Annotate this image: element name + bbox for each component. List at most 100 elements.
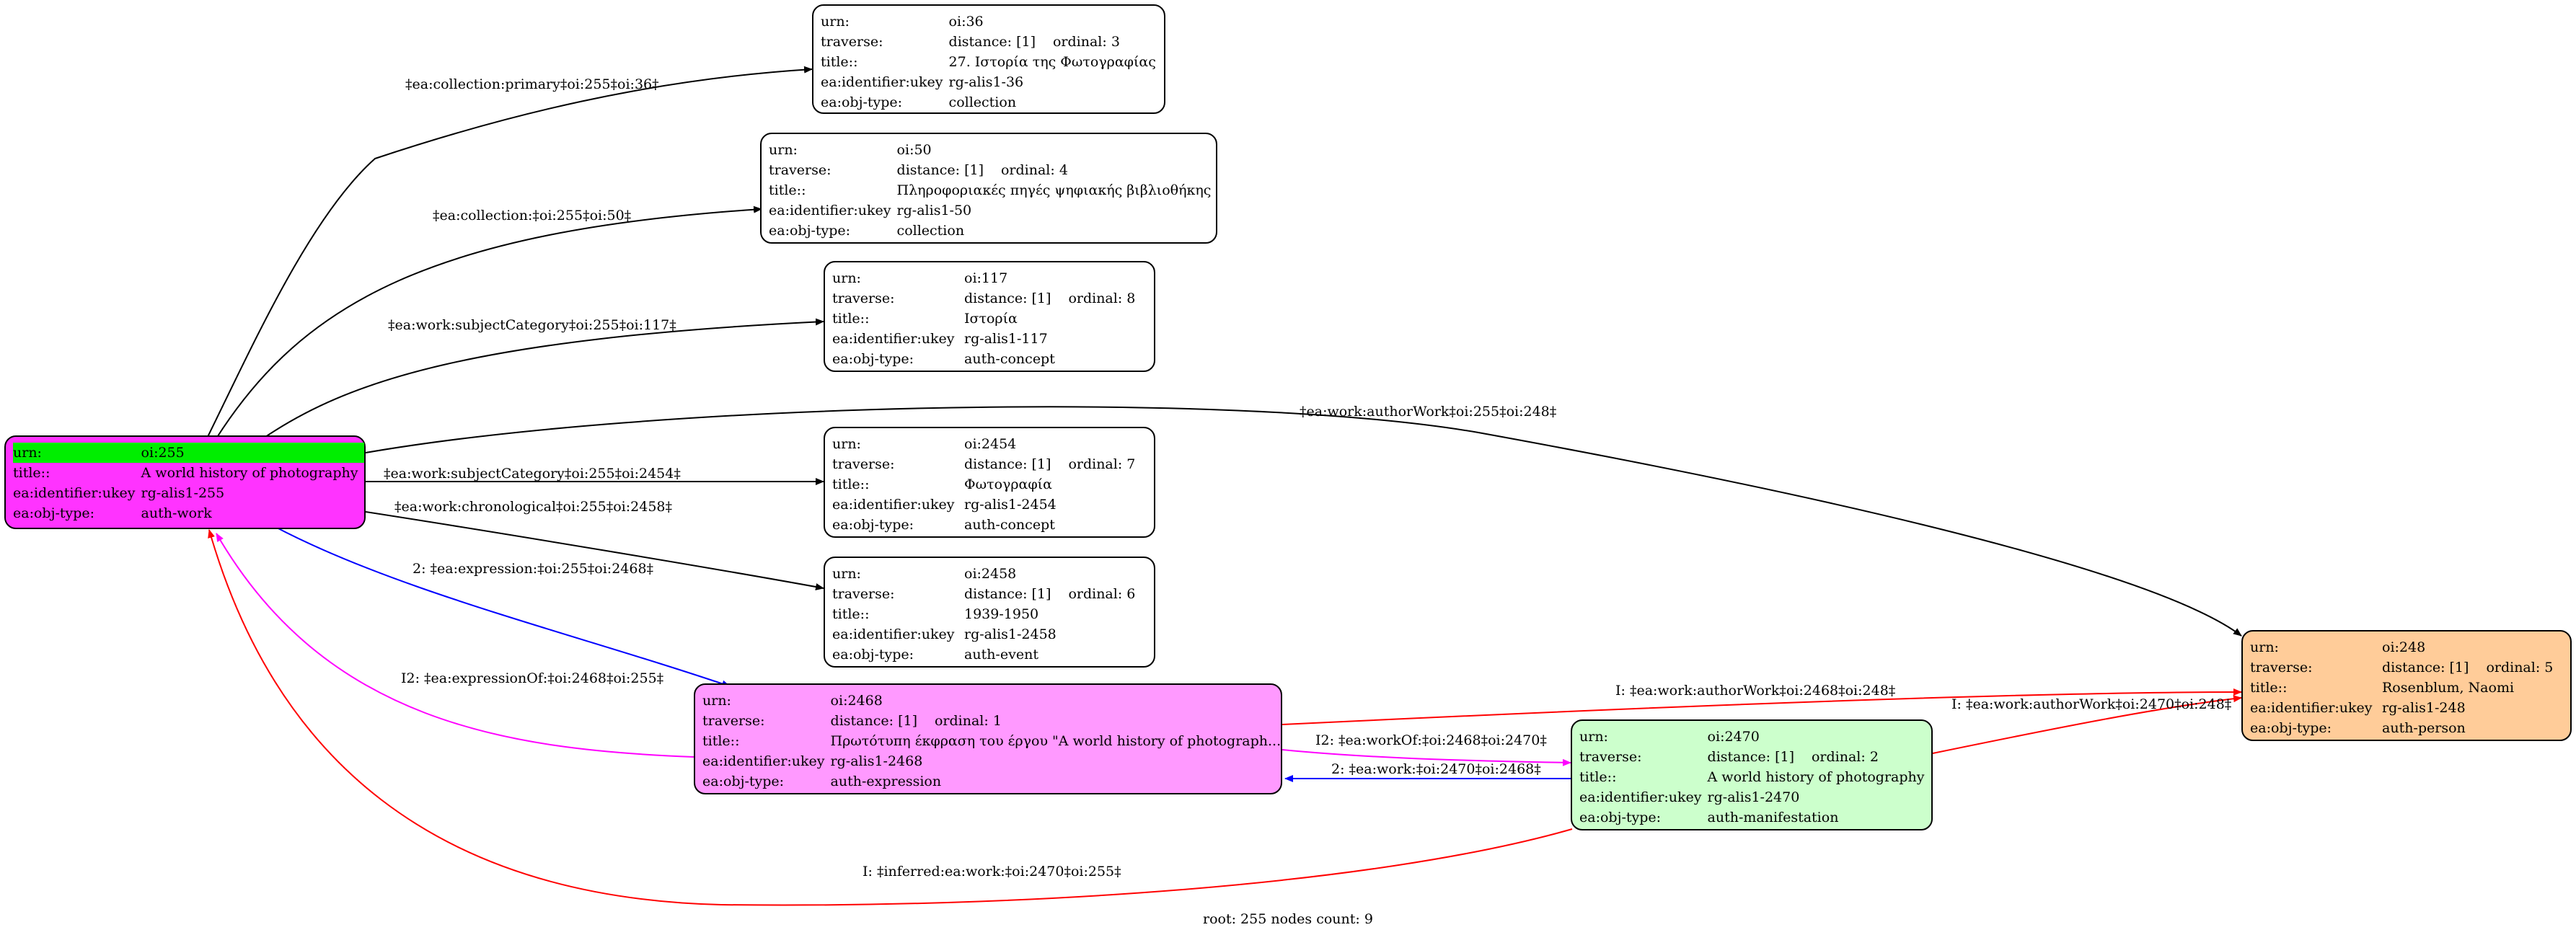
objtype-value: auth-manifestation [1707, 810, 1839, 825]
objtype-value: collection [896, 223, 965, 239]
ukey-value: rg-alis1-2454 [964, 497, 1057, 513]
node-oi-2470[interactable]: urn: oi:2470 traverse: distance: [1] ordina… [1571, 719, 1933, 830]
traverse-key: traverse: [832, 291, 895, 306]
objtype-value: auth-work [141, 505, 212, 521]
objtype-key: ea:obj-type: [821, 94, 903, 110]
edge-2470-255 [208, 529, 1573, 906]
urn-value: oi:2468 [830, 693, 883, 709]
edge-label-2470-255: I: ‡inferred:ea:work:‡oi:2470‡oi:255‡ [863, 864, 1121, 879]
objtype-key: ea:obj-type: [832, 351, 914, 367]
urn-key: urn: [2250, 639, 2279, 655]
node-oi-2454[interactable]: urn:oi:2454 traverse:distance: [1]ordina… [824, 427, 1155, 538]
node-oi-50[interactable]: urn: oi:50 traverse: distance: [1] ordinal:… [760, 133, 1217, 244]
traverse-key: traverse: [821, 34, 883, 50]
title-value: Φωτογραφία [964, 477, 1052, 492]
edge-label-2470-248: I: ‡ea:work:authorWork‡oi:2470‡oi:248‡ [1951, 696, 2232, 712]
ukey-value: rg-alis1-2458 [964, 626, 1057, 642]
traverse-key: traverse: [769, 162, 832, 178]
traverse-key: traverse: [2250, 660, 2313, 675]
ukey-key: ea:identifier:ukey [821, 74, 943, 90]
urn-key: urn: [832, 566, 861, 582]
node-oi-248[interactable]: urn:oi:248 traverse:distance: [1]ordinal… [2241, 630, 2572, 741]
edge-label-2468-255: I2: ‡ea:expressionOf:‡oi:2468‡oi:255‡ [401, 670, 664, 686]
node-oi-255-root[interactable]: urn: oi:255 title::A world history of pho… [4, 435, 366, 529]
ukey-key: ea:identifier:ukey [1579, 789, 1702, 805]
edge-label-255-2454: ‡ea:work:subjectCategory‡oi:255‡oi:2454‡ [384, 466, 681, 482]
edge-label-2470-2468: 2: ‡ea:work:‡oi:2470‡oi:2468‡ [1331, 761, 1541, 777]
edge-255-117 [263, 318, 824, 439]
traverse-key: traverse: [702, 713, 765, 729]
distance-value: distance: [1] [964, 456, 1051, 472]
title-value: Πρωτότυπη έκφραση του έργου "A world his… [830, 733, 1282, 749]
distance-value: distance: [1] [2382, 660, 2469, 675]
traverse-key: traverse: [832, 456, 895, 472]
traverse-key: traverse: [1579, 749, 1642, 765]
objtype-key: ea:obj-type: [1579, 810, 1662, 825]
edge-255-2468 [273, 526, 731, 688]
edge-255-248 [365, 406, 2242, 637]
ukey-key: ea:identifier:ukey [832, 497, 955, 513]
urn-value: oi:2454 [964, 436, 1017, 452]
objtype-value: auth-person [2382, 720, 2466, 736]
root-urn-row: urn: oi:255 [13, 443, 364, 463]
urn-value: oi:117 [964, 270, 1008, 286]
edge-label-255-36: ‡ea:collection:primary‡oi:255‡oi:36‡ [405, 76, 659, 92]
urn-key: urn: [769, 142, 798, 158]
ukey-key: ea:identifier:ukey [13, 485, 136, 501]
title-value: A world history of photography [1707, 769, 1925, 785]
ukey-value: rg-alis1-117 [964, 331, 1048, 347]
objtype-key: ea:obj-type: [832, 517, 914, 533]
ukey-value: rg-alis1-36 [948, 74, 1024, 90]
urn-key: urn: [832, 436, 861, 452]
node-oi-2468[interactable]: urn:oi:2468 traverse:distance: [1]ordina… [694, 683, 1282, 794]
urn-key: urn: [13, 445, 42, 461]
distance-value: distance: [1] [896, 162, 984, 178]
title-value: A world history of photography [141, 465, 358, 481]
edge-255-36 [206, 66, 813, 439]
urn-key: urn: [1579, 729, 1608, 745]
ukey-key: ea:identifier:ukey [2250, 700, 2373, 716]
ukey-value: rg-alis1-2470 [1707, 789, 1800, 805]
urn-value: oi:36 [948, 14, 984, 30]
urn-value: oi:248 [2382, 639, 2426, 655]
ukey-value: rg-alis1-2468 [830, 753, 923, 769]
edge-label-255-50: ‡ea:collection:‡oi:255‡oi:50‡ [433, 208, 632, 223]
title-value: Rosenblum, Naomi [2382, 680, 2515, 696]
title-value: Πληροφοριακές πηγές ψηφιακής βιβλιοθήκης [896, 182, 1212, 198]
distance-value: distance: [1] [964, 291, 1051, 306]
node-oi-2458[interactable]: urn: oi:2458 traverse: distance: [1] ordina… [824, 557, 1155, 668]
distance-value: distance: [1] [1707, 749, 1794, 765]
ukey-key: ea:identifier:ukey [832, 626, 955, 642]
title-key: title:: [1579, 769, 1617, 785]
distance-value: distance: [1] [948, 34, 1036, 50]
edge-label-2468-248: I: ‡ea:work:authorWork‡oi:2468‡oi:248‡ [1615, 683, 1896, 699]
ukey-key: ea:identifier:ukey [769, 203, 891, 218]
traverse-key: traverse: [832, 586, 895, 602]
edge-label-2468-2470: I2: ‡ea:workOf:‡oi:2468‡oi:2470‡ [1315, 732, 1547, 748]
ukey-key: ea:identifier:ukey [832, 331, 955, 347]
urn-key: urn: [821, 14, 850, 30]
ukey-value: rg-alis1-248 [2382, 700, 2466, 716]
title-key: title:: [13, 465, 50, 481]
title-key: title:: [832, 477, 870, 492]
title-key: title:: [2250, 680, 2288, 696]
title-key: title:: [769, 182, 806, 198]
node-oi-36[interactable]: urn: oi:36 traverse: distance: [1] ordinal:… [812, 4, 1165, 114]
urn-value: oi:255 [141, 445, 185, 461]
ordinal-value: ordinal: 3 [1052, 34, 1120, 50]
urn-value: oi:2458 [964, 566, 1017, 582]
edge-255-50 [216, 205, 762, 439]
objtype-value: auth-concept [964, 517, 1055, 533]
distance-value: distance: [1] [964, 586, 1051, 602]
urn-value: oi:2470 [1707, 729, 1760, 745]
ordinal-value: ordinal: 4 [1000, 162, 1068, 178]
ordinal-value: ordinal: 2 [1811, 749, 1879, 765]
objtype-value: auth-expression [830, 774, 942, 789]
title-value: 1939-1950 [964, 606, 1039, 622]
title-key: title:: [821, 54, 858, 70]
urn-value: oi:50 [896, 142, 932, 158]
node-oi-117[interactable]: urn:oi:117 traverse:distance: [1]ordinal… [824, 261, 1155, 372]
objtype-value: auth-concept [964, 351, 1055, 367]
ordinal-value: ordinal: 6 [1068, 586, 1136, 602]
